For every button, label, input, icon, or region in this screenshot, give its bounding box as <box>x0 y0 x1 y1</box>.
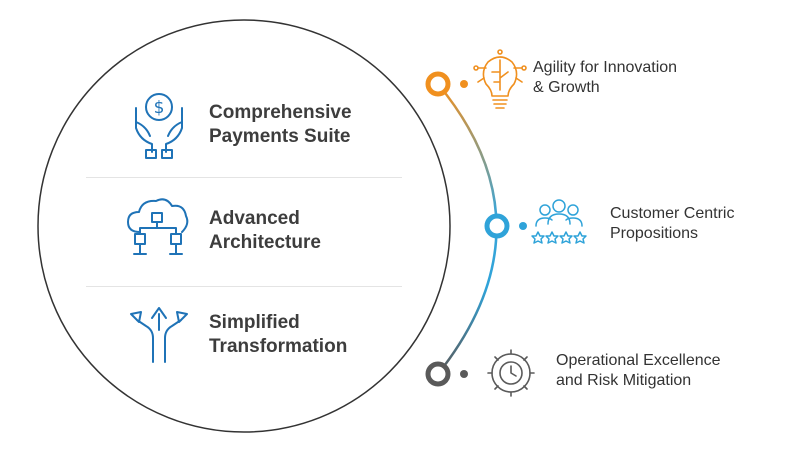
pillar-payments-line1: Comprehensive <box>209 102 352 123</box>
hands-dollar-icon: $ <box>135 93 183 159</box>
node-customer <box>484 213 527 239</box>
pillar-payments-line2: Payments Suite <box>209 125 351 147</box>
benefit-agility-line2: & Growth <box>533 79 600 96</box>
pillar-transformation-line1: Simplified <box>209 312 300 333</box>
benefit-customer: Customer Centric Propositions <box>610 204 734 244</box>
cloud-architecture-icon <box>127 198 189 255</box>
pillar-payments: Comprehensive Payments Suite <box>209 101 352 149</box>
benefit-operational: Operational Excellence and Risk Mitigati… <box>556 351 721 391</box>
node-operational <box>425 361 468 387</box>
lightbulb-circuit-icon <box>473 49 527 109</box>
benefit-operational-line2: and Risk Mitigation <box>556 372 692 389</box>
pillar-architecture-line2: Architecture <box>209 231 321 253</box>
benefit-customer-line2: Propositions <box>610 225 699 242</box>
node-agility <box>425 71 468 97</box>
customers-stars-icon <box>531 199 587 244</box>
benefit-agility: Agility for Innovation & Growth <box>533 58 677 98</box>
benefit-operational-line1: Operational Excellence <box>556 352 721 369</box>
pillar-transformation: Simplified Transformation <box>209 311 347 359</box>
benefit-agility-line1: Agility for Innovation <box>533 59 678 76</box>
pillar-architecture: Advanced Architecture <box>209 207 321 255</box>
diverging-arrows-icon <box>130 307 188 363</box>
benefit-customer-line1: Customer Centric <box>610 205 735 222</box>
pillar-divider-2 <box>86 286 402 287</box>
gear-clock-icon <box>487 349 535 397</box>
pillar-divider-1 <box>86 177 402 178</box>
pillar-architecture-line1: Advanced <box>209 208 300 229</box>
pillars-circle <box>37 19 451 433</box>
pillar-transformation-line2: Transformation <box>209 335 348 357</box>
svg-text:$: $ <box>154 98 165 118</box>
